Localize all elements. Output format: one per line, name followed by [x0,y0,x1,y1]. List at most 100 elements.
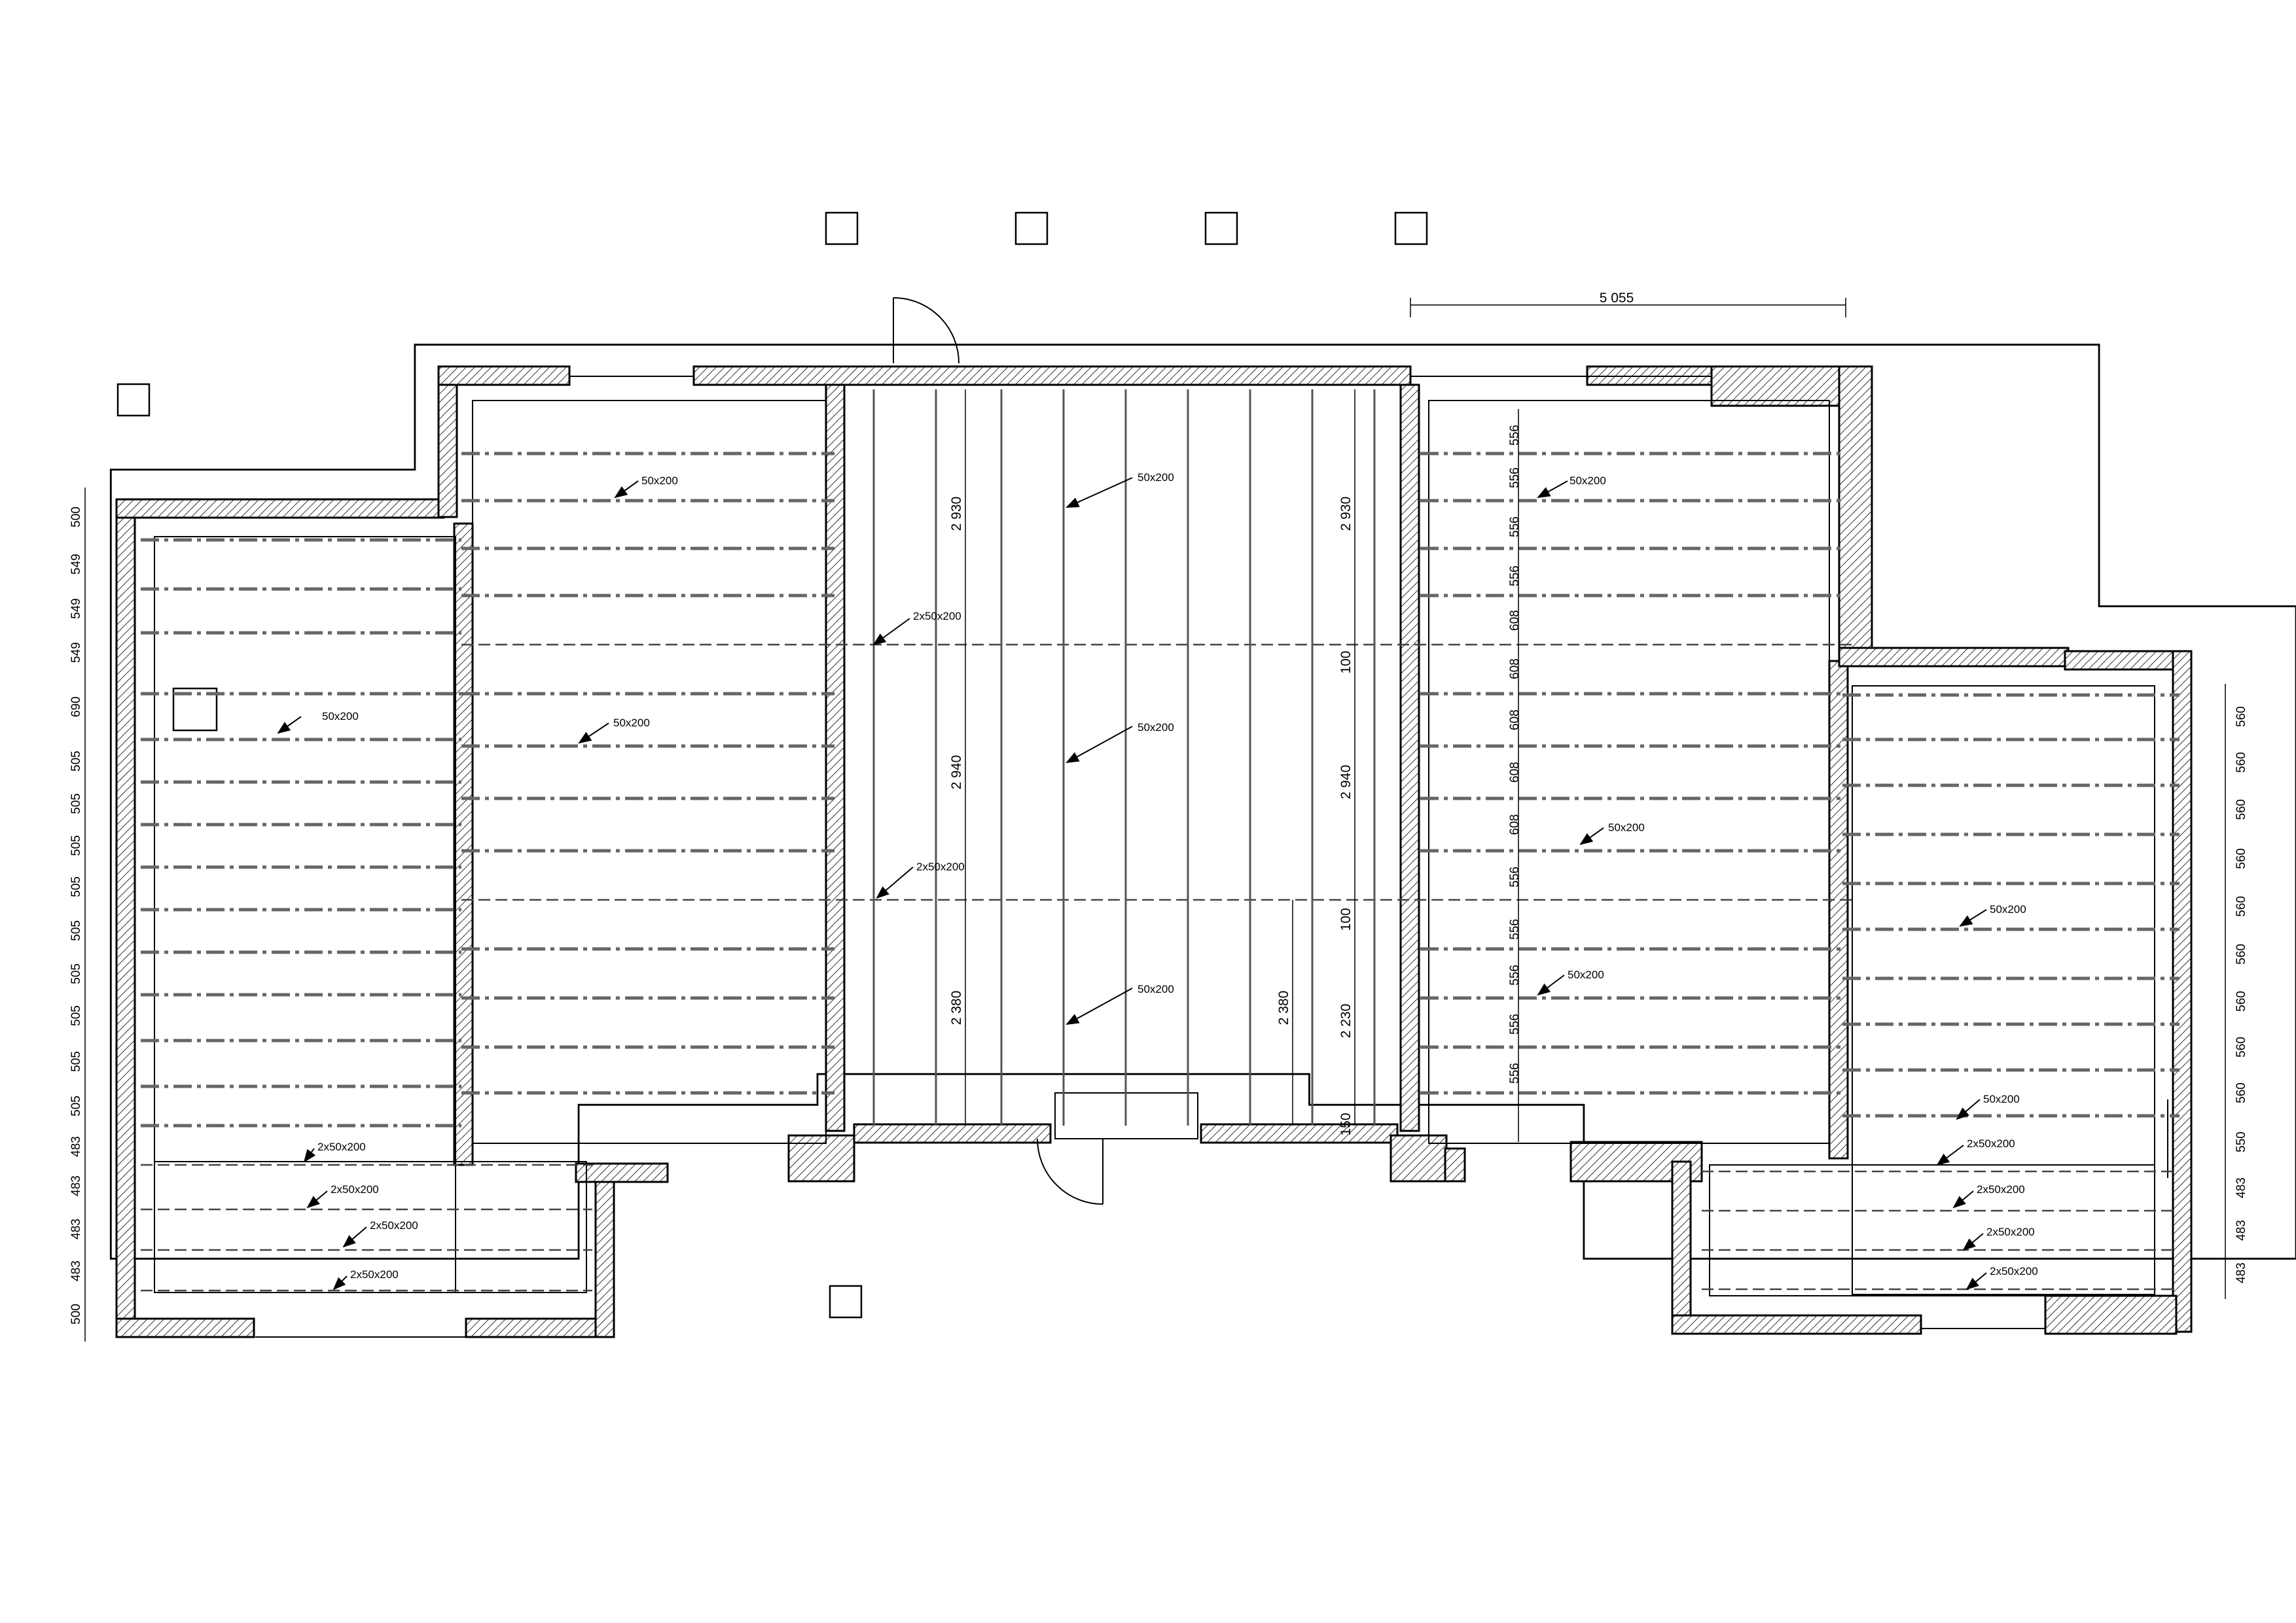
right-dim-8: 560 [2234,1037,2248,1058]
left-dim-17: 483 [69,1219,83,1240]
label-joist-6: 50x200 [1138,721,1174,734]
inner-dim-1: 556 [1508,425,1522,446]
label-double-joist-10: 2x50x200 [1990,1265,2038,1277]
center-right-dim-2: 100 [1338,651,1354,673]
label-double-joist-5: 2x50x200 [370,1219,418,1232]
label-joist-3: 50x200 [1570,474,1606,487]
right-dim-10: 550 [2234,1132,2248,1152]
inner-dim-9: 608 [1508,814,1522,835]
right-dim-6: 560 [2234,944,2248,965]
joists-right-wing [1842,693,2179,1118]
central-section-walls [692,365,1448,1183]
left-dim-3: 549 [69,598,83,619]
inner-dim-5: 608 [1508,610,1522,631]
right-dim-7: 560 [2234,991,2248,1012]
inner-dim-11: 556 [1508,919,1522,940]
left-dim-4: 549 [69,642,83,663]
left-wing-walls [115,365,669,1338]
center-right-dim-7: 150 [1338,1113,1354,1135]
left-dim-12: 505 [69,1005,83,1026]
inner-dim-2: 556 [1508,467,1522,488]
inner-dim-6: 608 [1508,658,1522,679]
label-joist-5: 50x200 [613,717,650,729]
top-dimension: 5 055 [1600,291,1634,306]
left-dim-6: 505 [69,751,83,772]
joists-left-wing [141,538,461,1128]
label-joist-7: 50x200 [1608,821,1645,834]
double-joist-labels: 2x50x200 2x50x200 2x50x200 2x50x200 2x50… [317,610,2038,1281]
left-dim-1: 500 [69,507,83,527]
center-left-dim-2: 2 940 [949,755,964,790]
double-joists [141,643,2173,1292]
left-dim-18: 483 [69,1260,83,1281]
column-markers [117,211,1428,1319]
inner-right-dimension-chain: 556 556 556 556 608 608 608 608 608 556 … [1508,425,1522,1084]
label-double-joist-4: 2x50x200 [331,1183,379,1196]
label-double-joist-7: 2x50x200 [1967,1137,2015,1150]
right-dim-1: 560 [2234,706,2248,727]
inner-dim-3: 556 [1508,516,1522,537]
center-right-dim-3: 2 940 [1338,765,1354,800]
joist-labels: 50x200 50x200 50x200 50x200 50x200 50x20… [322,471,2026,1105]
center-right-dim-6: 2 230 [1338,1004,1354,1039]
right-dim-2: 560 [2234,752,2248,773]
right-dim-3: 560 [2234,799,2248,820]
label-double-joist-8: 2x50x200 [1977,1183,2025,1196]
left-dim-2: 549 [69,554,83,575]
joists-left-room [461,452,834,1095]
right-dim-9: 560 [2234,1082,2248,1103]
outer-wall-outline [109,344,2296,1260]
central-dimensions: 2 930 2 940 2 380 2 930 100 2 940 100 2 … [949,497,1354,1136]
inner-dim-10: 556 [1508,866,1522,887]
joists-central [872,389,1376,1126]
center-left-dim-3: 2 380 [949,991,964,1026]
left-dim-14: 505 [69,1096,83,1116]
joists-right-room [1420,452,1842,1095]
label-double-joist-1: 2x50x200 [913,610,961,622]
right-dim-11: 483 [2234,1177,2248,1198]
inner-dim-13: 556 [1508,1014,1522,1035]
top-span-dimension: 5 055 [1600,291,1634,306]
label-joist-9: 50x200 [1138,983,1174,995]
door-swings [893,297,1103,1205]
center-left-dim-1: 2 930 [949,497,964,531]
left-dim-7: 505 [69,793,83,814]
center-right-dim-4: 100 [1338,908,1354,931]
center-right-dim-5: 2 380 [1276,991,1291,1026]
dimension-lines [84,298,2226,1342]
left-dimension-chain: 500 549 549 549 690 505 505 505 505 505 … [69,507,83,1325]
left-dim-9: 505 [69,876,83,897]
right-section-walls [1444,365,2193,1335]
left-dim-8: 505 [69,835,83,856]
center-right-dim-1: 2 930 [1338,497,1354,531]
label-joist-8: 50x200 [1990,903,2026,916]
right-dim-4: 560 [2234,848,2248,869]
label-double-joist-2: 2x50x200 [916,861,965,873]
left-dim-15: 483 [69,1136,83,1157]
label-joist-10: 50x200 [1568,969,1604,981]
label-double-joist-9: 2x50x200 [1986,1226,2035,1238]
right-dim-13: 483 [2234,1262,2248,1283]
inner-dim-4: 556 [1508,565,1522,586]
label-joist-11: 50x200 [1983,1093,2020,1105]
left-dim-13: 505 [69,1051,83,1072]
right-dimension-chain: 560 560 560 560 560 560 560 560 560 550 … [2234,706,2248,1283]
left-dim-5: 690 [69,696,83,717]
label-arrows [277,477,1987,1291]
right-dim-5: 560 [2234,896,2248,917]
right-dim-12: 483 [2234,1220,2248,1241]
left-dim-10: 505 [69,920,83,941]
left-dim-19: 500 [69,1304,83,1325]
label-double-joist-6: 2x50x200 [350,1268,399,1281]
left-dim-11: 505 [69,963,83,984]
left-dim-16: 483 [69,1175,83,1196]
inner-dim-12: 556 [1508,965,1522,986]
inner-dim-8: 608 [1508,762,1522,783]
label-joist-4: 50x200 [322,710,359,722]
inner-dim-14: 556 [1508,1063,1522,1084]
room-outlines [154,376,2168,1338]
label-joist-2: 50x200 [1138,471,1174,484]
inner-dim-7: 608 [1508,709,1522,730]
label-double-joist-3: 2x50x200 [317,1141,366,1153]
